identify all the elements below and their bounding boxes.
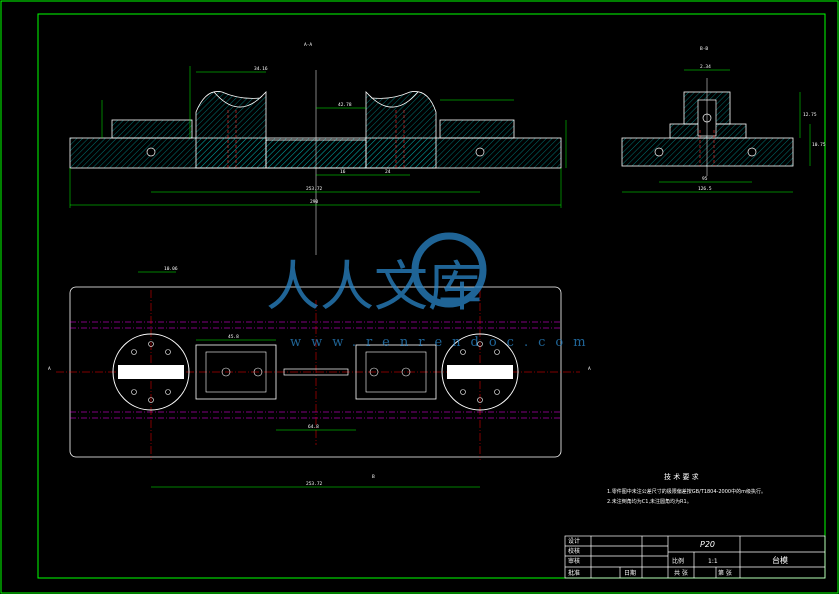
tb-review: 审核: [568, 557, 580, 565]
dim-plan-low: 45.8: [228, 334, 239, 340]
plan-disc-right: [441, 333, 519, 411]
tb-design: 设计: [568, 537, 580, 545]
watermark-url: www.renrendoc.com: [290, 335, 596, 350]
plan-label-right: A: [588, 366, 591, 372]
section-a-right-boss: [365, 91, 437, 169]
technical-requirements: 技 术 要 求 1.零件图中未注公差尺寸的极限偏差按GB/T1804-2000中…: [607, 472, 766, 505]
tb-part-name: 台模: [772, 555, 788, 565]
tb-check: 校核: [568, 547, 580, 555]
section-b-hole-left: [654, 147, 664, 157]
dim-plan-overall: 253.72: [306, 481, 323, 487]
tech-req-title: 技 术 要 求: [664, 472, 699, 481]
plan-disc-left-label: [118, 365, 184, 379]
dim-plan-top: 10.06: [164, 266, 178, 272]
section-b-view: B-B 126.5 95 2.34 12.75 10.75: [621, 46, 826, 193]
dim-plan-mid: 64.8: [308, 424, 319, 430]
dim-top-2: 42.78: [338, 102, 352, 108]
plan-view: A A B 253.72 10.06 64.8 45.8: [48, 266, 591, 488]
watermark-text: 人人文库: [266, 255, 482, 318]
tb-scale-label: 比例: [672, 557, 684, 565]
dim-base-1: 16: [340, 169, 346, 175]
section-a-label: A-A: [304, 42, 312, 48]
dim-right-w2: 126.5: [698, 186, 712, 192]
dim-length-2: 253.72: [306, 186, 323, 192]
tech-req-item-1: 1.零件图中未注公差尺寸的极限偏差按GB/T1804-2000中的m级执行。: [607, 488, 766, 495]
watermark: 人人文库 www.renrendoc.com: [266, 232, 596, 350]
section-a-left-cradle: [213, 91, 263, 108]
dim-base-2: 24: [385, 169, 391, 175]
section-a-right-cradle: [369, 91, 419, 108]
section-a-view: A-A 290 253.72 34.16 42.78: [69, 42, 567, 255]
section-b-label: B-B: [700, 46, 708, 52]
section-b-hole-right: [747, 147, 757, 157]
plan-clamp-right: [355, 344, 437, 400]
tb-drawing-no: P20: [700, 540, 715, 549]
plan-disc-left: [112, 333, 190, 411]
dim-right-1: 2.34: [700, 64, 711, 70]
dim-top-1: 34.16: [254, 66, 268, 72]
section-a-left-boss: [195, 91, 267, 169]
section-a-right-step: [439, 119, 515, 139]
tb-sheets-total: 共 张: [674, 569, 688, 577]
tb-sheet-no: 第 张: [718, 569, 732, 577]
section-a-hole-left: [146, 147, 156, 157]
inner-frame: [37, 13, 826, 579]
dim-right-w1: 95: [702, 176, 708, 182]
tb-approve: 批准: [568, 569, 580, 577]
dim-right-h2: 10.75: [812, 142, 826, 148]
dim-right-h1: 12.75: [803, 112, 817, 118]
plan-disc-right-label: [447, 365, 513, 379]
title-block-text: 设计 校核 审核 批准 日期 P20 比例 1:1 共 张 第 张 台模: [568, 537, 788, 577]
plan-label-left: A: [48, 366, 51, 372]
section-a-hole-right: [475, 147, 485, 157]
section-b-base: [621, 137, 794, 167]
section-a-left-step: [111, 119, 193, 139]
plan-clamp-left: [195, 344, 277, 400]
plan-label-bottom: B: [372, 474, 375, 480]
dim-overall-length: 290: [310, 199, 318, 205]
tb-approve-note: 日期: [624, 569, 636, 577]
plan-center-rod: [283, 368, 349, 376]
tech-req-item-2: 2.未注倒角均为C1,未注圆角均为R1。: [607, 498, 692, 505]
title-block: [564, 535, 826, 579]
tb-scale-value: 1:1: [708, 558, 718, 565]
